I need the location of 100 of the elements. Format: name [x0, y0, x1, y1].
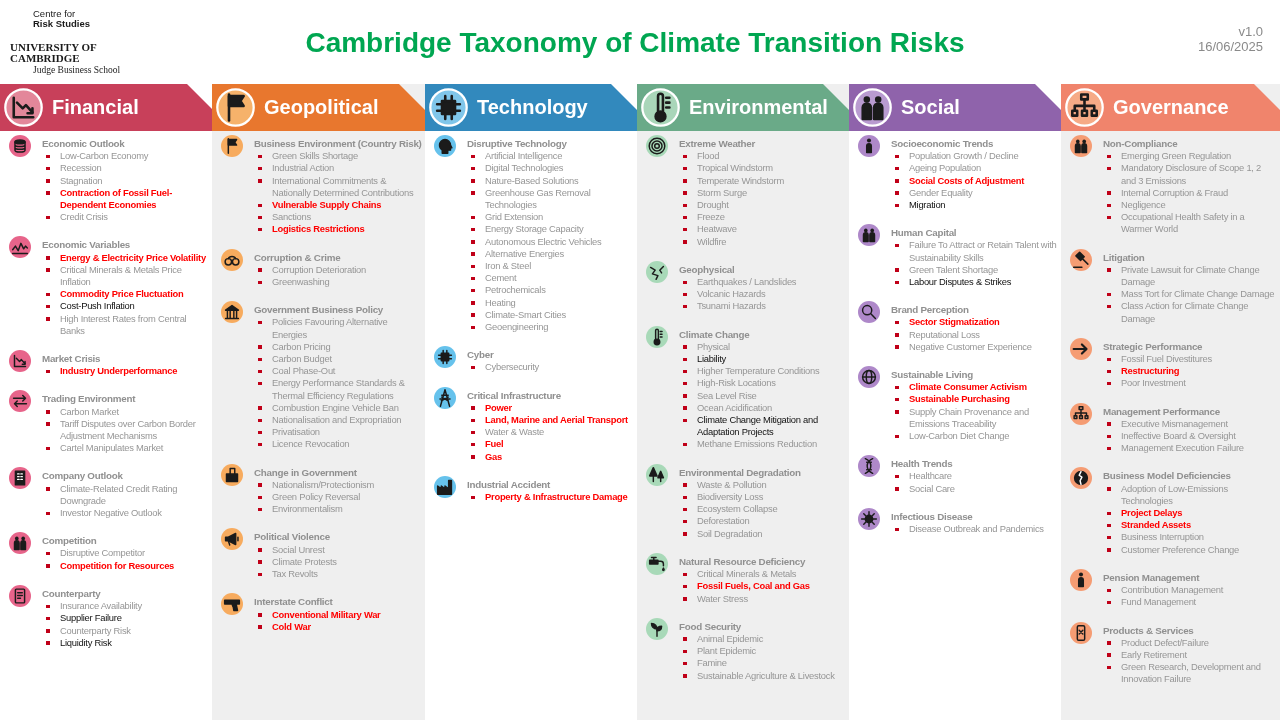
risk-item: Climate Change Mitigation and Adaptation Projects — [679, 414, 846, 439]
category-heading: Economic Variables — [42, 239, 132, 252]
risk-item: Investor Negative Outlook — [42, 507, 210, 520]
risk-item: Cold War — [254, 620, 422, 633]
risk-item: Energy & Electricity Price Volatility — [42, 251, 210, 264]
risk-item: Conventional Military War — [254, 608, 422, 621]
risk-item: Business Interruption — [1103, 531, 1277, 544]
column-title: Social — [901, 95, 960, 120]
university-name: UNIVERSITY OF CAMBRIDGE — [10, 42, 98, 63]
risk-item: Deforestation — [679, 515, 846, 528]
risk-item: Green Policy Reversal — [254, 491, 422, 504]
risk-item: Physical — [679, 340, 846, 354]
risk-item: Early Retirement — [1103, 648, 1277, 662]
risk-item: Negative Customer Experience — [891, 340, 1058, 354]
risk-item: Liquidity Risk — [42, 636, 210, 649]
risk-item: Heatwave — [679, 223, 846, 236]
risk-item: Combustion Engine Vehicle Ban — [254, 401, 422, 415]
risk-item: Insurance Availability — [42, 600, 210, 613]
risk-item: Disruptive Competitor — [42, 547, 210, 560]
risk-item: Sustainable Purchasing — [891, 393, 1058, 406]
risk-item: Social Care — [891, 482, 1058, 495]
risk-item: Sea Level Rise — [679, 389, 846, 402]
risk-item: Green Talent Shortage — [891, 263, 1058, 277]
diagram-title: Cambridge Taxonomy of Climate Transition Risks — [305, 26, 965, 60]
risk-item: Tariff Disputes over Carbon Border Adjustment Mechanisms — [42, 417, 210, 443]
category-heading: Change in Government — [254, 466, 358, 479]
category-heading: Disruptive Technology — [467, 138, 568, 151]
risk-item: Tropical Windstorm — [679, 162, 846, 175]
risk-item: Fuel — [467, 438, 634, 451]
risk-item: Gender Equality — [891, 186, 1058, 199]
risk-item: Executive Mismanagement — [1103, 417, 1277, 431]
risk-item: Product Defect/Failure — [1103, 636, 1277, 649]
risk-item: Negligence — [1103, 199, 1277, 212]
risk-item: Higher Temperature Conditions — [679, 365, 846, 378]
category-heading: Sustainable Living — [891, 369, 975, 382]
risk-item: Policies Favouring Alternative Energies — [254, 316, 422, 341]
column-title: Governance — [1113, 95, 1229, 120]
risk-item: Climate Protests — [254, 555, 422, 569]
risk-item: Environmentalism — [254, 503, 422, 516]
risk-item: High-Risk Locations — [679, 377, 846, 390]
risk-item: Tsunami Hazards — [679, 300, 846, 313]
category-heading: Critical Infrastructure — [467, 389, 562, 402]
risk-item: Failure To Attract or Retain Talent with Sustainability Skills — [891, 239, 1058, 264]
risk-item: Plant Epidemic — [679, 645, 846, 658]
risk-item: Industry Underperformance — [42, 365, 210, 378]
category-heading: Business Model Deficiencies — [1103, 470, 1232, 483]
risk-item: Counterparty Risk — [42, 624, 210, 637]
risk-item: Corruption Deterioration — [254, 263, 422, 277]
risk-item: Project Delays — [1103, 507, 1277, 520]
version-number: v1.0 — [1238, 24, 1263, 39]
risk-item: Stranded Assets — [1103, 519, 1277, 532]
risk-item: Ecosystem Collapse — [679, 503, 846, 516]
risk-item: Fossil Fuels, Coal and Gas — [679, 580, 846, 593]
risk-item: Green Research, Development and Innovation Failure — [1103, 661, 1277, 686]
risk-item: Power — [467, 401, 634, 415]
risk-item: Wildfire — [679, 235, 846, 248]
risk-item: Animal Epidemic — [679, 632, 846, 646]
risk-item: Critical Minerals & Metals — [679, 568, 846, 581]
risk-item: Climate-Smart Cities — [467, 308, 634, 322]
risk-item: Migration — [891, 199, 1058, 212]
risk-item: Industrial Action — [254, 162, 422, 175]
risk-item: Green Skills Shortage — [254, 150, 422, 163]
category-heading: Political Violence — [254, 531, 331, 544]
category-heading: Brand Perception — [891, 304, 970, 317]
column-panel — [1061, 84, 1280, 720]
risk-item: Famine — [679, 657, 846, 670]
risk-item: Cost-Push Inflation — [42, 300, 210, 313]
risk-item: Ineffective Board & Oversight — [1103, 430, 1277, 443]
risk-item: Tax Revolts — [254, 568, 422, 581]
risk-item: Energy Performance Standards & Thermal Efficiency Regulations — [254, 377, 422, 402]
risk-item: Gas — [467, 450, 634, 463]
risk-item: Vulnerable Supply Chains — [254, 199, 422, 212]
risk-item: Waste & Pollution — [679, 478, 846, 492]
risk-item: Mass Tort for Climate Change Damage — [1103, 288, 1277, 301]
risk-item: Privatisation — [254, 426, 422, 439]
category-heading: Interstate Conflict — [254, 596, 334, 609]
risk-item: Supply Chain Provenance and Emissions Traceability — [891, 405, 1058, 431]
category-heading: Climate Change — [679, 328, 751, 341]
risk-item: Flood — [679, 150, 846, 163]
risk-item: Logistics Restrictions — [254, 223, 422, 236]
risk-item: Fund Management — [1103, 596, 1277, 609]
category-heading: Competition — [42, 535, 98, 548]
risk-item: Cartel Manipulates Market — [42, 442, 210, 455]
risk-item: Artificial Intelligence — [467, 150, 634, 163]
risk-item: Storm Surge — [679, 186, 846, 199]
risk-item: Coal Phase-Out — [254, 365, 422, 378]
risk-item: Adoption of Low-Emissions Technologies — [1103, 482, 1277, 508]
risk-item: Fossil Fuel Divestitures — [1103, 353, 1277, 366]
risk-item: Internal Corruption & Fraud — [1103, 186, 1277, 199]
risk-item: Credit Crisis — [42, 211, 210, 224]
risk-item: Liability — [679, 353, 846, 366]
risk-item: Carbon Market — [42, 405, 210, 418]
category-heading: Litigation — [1103, 251, 1146, 264]
risk-item: Climate-Related Credit Rating Downgrade — [42, 482, 210, 508]
risk-item: Poor Investment — [1103, 377, 1277, 390]
risk-item: Private Lawsuit for Climate Change Damage — [1103, 263, 1277, 289]
category-heading: Corruption & Crime — [254, 251, 342, 264]
risk-item: Restructuring — [1103, 365, 1277, 378]
risk-item: Greenwashing — [254, 276, 422, 289]
risk-item: Geoengineering — [467, 321, 634, 334]
